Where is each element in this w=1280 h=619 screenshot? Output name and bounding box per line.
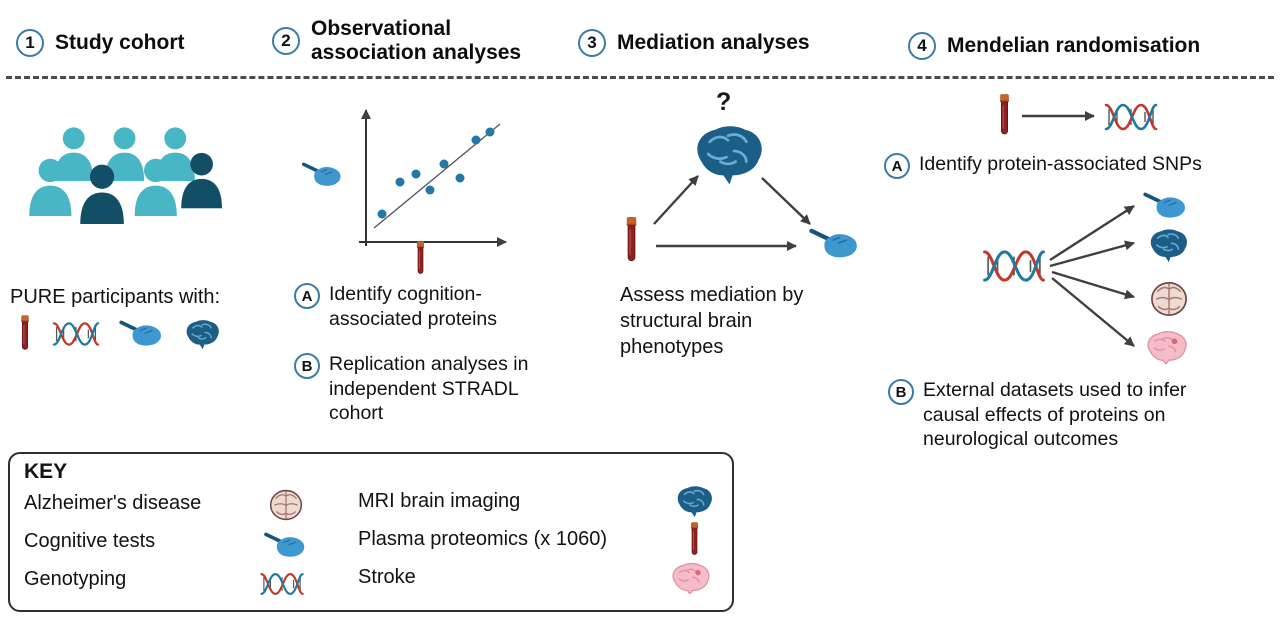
arrow-dna-to-cognition bbox=[1049, 204, 1135, 262]
step-2-title: Observational association analyses bbox=[311, 17, 522, 64]
cognitive-test-icon bbox=[808, 228, 860, 260]
dna-icon bbox=[982, 246, 1046, 286]
cognitive-test-icon bbox=[300, 162, 344, 188]
dna-icon bbox=[256, 570, 308, 598]
blood-tube-icon bbox=[994, 93, 1015, 139]
question-mark: ? bbox=[716, 88, 732, 116]
key-label-mri: MRI brain imaging bbox=[358, 490, 521, 512]
step-4: 4 Mendelian randomisation bbox=[908, 32, 1200, 60]
cohort-caption: PURE participants with: bbox=[10, 286, 221, 308]
step-1: 1 Study cohort bbox=[16, 29, 185, 57]
observational-item-b: B Replication analyses in independent ST… bbox=[294, 352, 557, 426]
alzheimers-brain-icon bbox=[1150, 280, 1188, 318]
step-4-title: Mendelian randomisation bbox=[947, 34, 1201, 58]
blood-tube-icon bbox=[620, 216, 643, 266]
step-2: 2 Observational association analyses bbox=[272, 17, 526, 64]
scatter-data-points bbox=[377, 127, 495, 219]
mri-brain-icon bbox=[180, 318, 224, 350]
step-4-badge: 4 bbox=[908, 32, 936, 60]
observational-item-a-text: Identify cognition-associated proteins bbox=[329, 283, 498, 330]
mendelian-item-a-text: Identify protein-associated SNPs bbox=[919, 153, 1202, 175]
mri-brain-icon bbox=[670, 484, 718, 518]
key-box: KEY Alzheimer's disease Cognitive tests … bbox=[8, 452, 734, 612]
arrow-dna-to-mri bbox=[1049, 240, 1135, 268]
mediation-caption: Assess mediation by structural brain phe… bbox=[620, 284, 804, 358]
cohort-icon-row bbox=[16, 314, 224, 354]
blood-tube-icon bbox=[686, 520, 703, 560]
alzheimers-brain-icon bbox=[268, 488, 304, 522]
key-label-stroke: Stroke bbox=[358, 566, 416, 588]
blood-tube-icon bbox=[16, 314, 34, 354]
mri-brain-icon bbox=[1144, 227, 1192, 263]
mendelian-item-a: A Identify protein-associated SNPs bbox=[884, 152, 1249, 179]
observational-item-a: A Identify cognition-associated proteins bbox=[294, 282, 521, 331]
arrow-dna-to-alzheimers bbox=[1051, 270, 1135, 300]
mri-brain-icon bbox=[686, 122, 770, 186]
stroke-brain-icon bbox=[666, 562, 714, 594]
step-3: 3 Mediation analyses bbox=[578, 29, 810, 57]
item-a-badge: A bbox=[884, 153, 910, 179]
key-label-alzheimers: Alzheimer's disease bbox=[24, 492, 202, 514]
step-1-title: Study cohort bbox=[55, 31, 185, 55]
mendelian-item-b: B External datasets used to infer causal… bbox=[888, 378, 1243, 452]
dna-icon bbox=[50, 319, 102, 349]
step-1-badge: 1 bbox=[16, 29, 44, 57]
observational-item-b-text: Replication analyses in independent STRA… bbox=[329, 353, 529, 425]
mendelian-item-b-text: External datasets used to infer causal e… bbox=[923, 379, 1187, 451]
key-label-cognitive-tests: Cognitive tests bbox=[24, 530, 156, 552]
item-b-badge: B bbox=[888, 379, 914, 405]
step-3-badge: 3 bbox=[578, 29, 606, 57]
blood-tube-icon bbox=[412, 240, 429, 278]
step-3-title: Mediation analyses bbox=[617, 31, 810, 55]
stroke-brain-icon bbox=[1142, 330, 1190, 364]
cognitive-test-icon bbox=[262, 532, 308, 559]
arrow-dna-to-stroke bbox=[1051, 277, 1135, 347]
cognitive-test-icon bbox=[118, 320, 164, 348]
step-2-badge: 2 bbox=[272, 26, 300, 55]
item-a-badge: A bbox=[294, 283, 320, 309]
key-label-proteomics: Plasma proteomics (x 1060) bbox=[358, 528, 607, 550]
item-b-badge: B bbox=[294, 353, 320, 379]
scatter-plot-illustration bbox=[359, 109, 507, 247]
scatter-trend-line bbox=[373, 123, 501, 229]
cognitive-test-icon bbox=[1142, 192, 1188, 220]
section-divider bbox=[6, 76, 1274, 79]
cohort-people-icon bbox=[29, 127, 223, 224]
dna-icon bbox=[1102, 100, 1160, 134]
key-title: KEY bbox=[24, 460, 68, 483]
key-label-genotyping: Genotyping bbox=[24, 568, 127, 590]
